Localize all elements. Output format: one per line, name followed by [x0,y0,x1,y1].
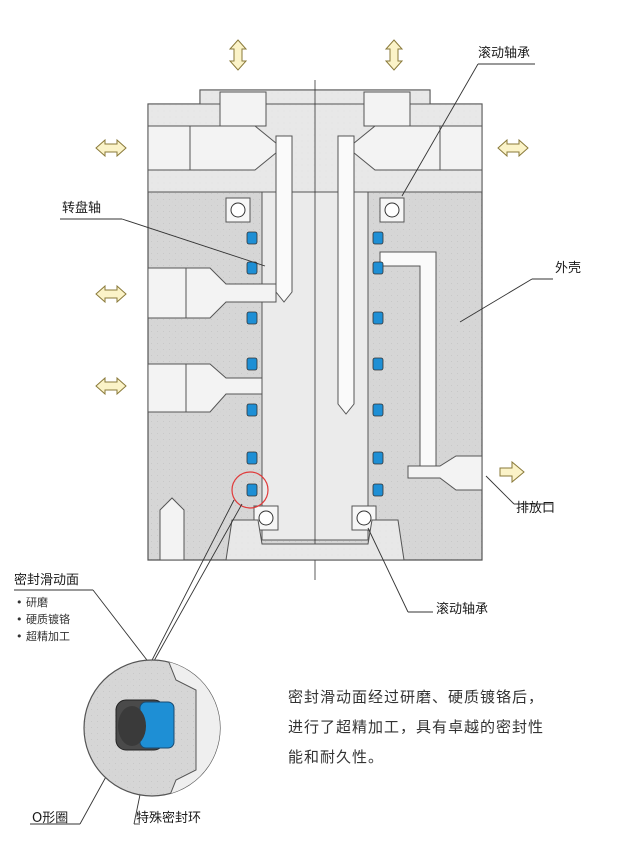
seal-item-2: • 硬质镀铬 [16,612,70,626]
label-rolling-bearing-bottom: 滚动轴承 [436,601,488,617]
label-exhaust-port: 排放口 [516,501,555,516]
seal-rings [246,231,384,497]
seal-item-3: • 超精加工 [16,629,70,643]
label-seal-surface: 密封滑动面 [14,572,79,588]
top-ports [147,91,483,171]
side-ports [147,267,483,561]
label-special-seal-ring: 特殊密封环 [136,810,201,826]
zoom-detail [83,659,221,797]
seal-item-1: • 研磨 [16,596,48,609]
flow-arrows [95,39,529,484]
text-labels: 滚动轴承 转盘轴 外壳 排放口 滚动轴承 密封滑动面 • 研磨 • 硬质镀铬 •… [14,45,581,826]
label-rolling-bearing-top: 滚动轴承 [478,45,530,61]
bottom-cap [225,519,405,561]
bearings [225,197,405,531]
description-line-2: 进行了超精加工，具有卓越的密封性 [288,718,545,736]
label-rotor-shaft: 转盘轴 [62,200,101,216]
rotor-shaft [261,80,437,580]
description-text: 密封滑动面经过研磨、硬质镀铬后， 进行了超精加工，具有卓越的密封性 能和耐久性。 [288,682,608,772]
seal-highlight-circle [231,471,269,509]
label-o-ring: O形圈 [32,811,68,826]
label-housing: 外壳 [555,261,581,276]
description-line-1: 密封滑动面经过研磨、硬质镀铬后， [288,688,545,706]
description-line-3: 能和耐久性。 [288,748,385,766]
